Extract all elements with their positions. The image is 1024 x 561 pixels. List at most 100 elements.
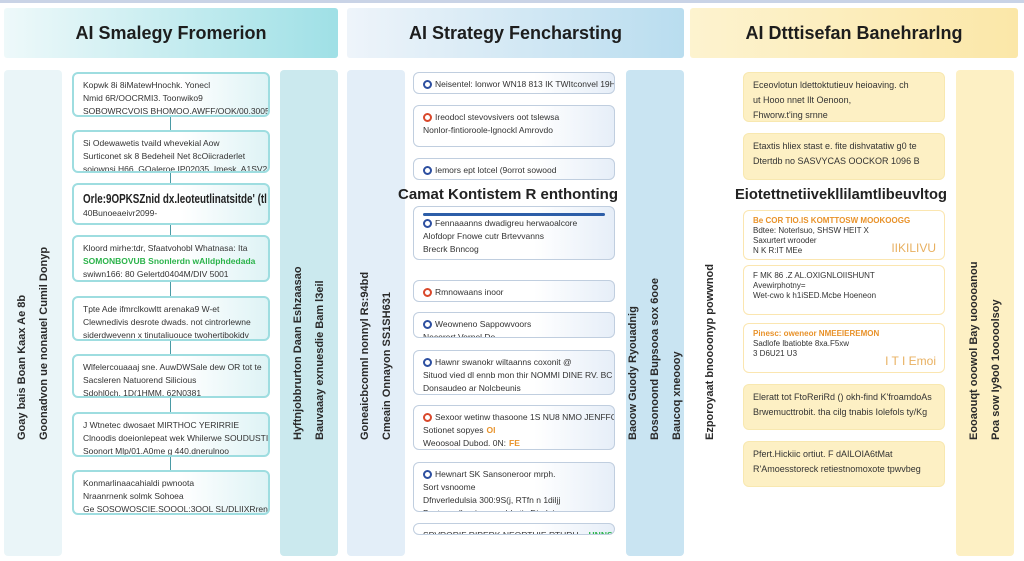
section-title: Eiotettnetiivekllilamtlibeuvltog [735,186,947,203]
section-title: Camat Kontistem R enthonting [398,186,618,203]
card-text: J Wtnetec dwosaet MIRTHOC YERIRRIE [83,420,240,430]
card-side-label: I T I Emoi [885,354,936,368]
list-item[interactable]: Neisentel: lonwor WN18 813 IK TWItconvel… [413,72,615,94]
card-text: Nonlor-fintioroole-lgnockl Amrovdo [423,125,553,135]
card-line: 3 D6U21 U3 [753,349,935,359]
card-line: Dtertdb no SASVYCAS OOCKOR 1096 B [753,154,935,169]
list-item[interactable]: Etaxtis hliex stast e. fite dishvatatiw … [743,133,945,180]
list-item[interactable]: Kloord mirhe:tdr, Sfaatvohobl Whatnasa: … [72,235,270,282]
card-text: Etaxtis hliex stast e. fite dishvatatiw … [753,141,917,151]
status-icon [423,470,432,480]
card-line: Sort vsnoome [423,481,605,494]
card-text: Wet-cwo k h1iSED.Mcbe Hoeneon [753,291,877,300]
card-line: Weowneno Sappowvoors [423,318,605,331]
list-item[interactable]: Iemors ept lotcel (9orrot sowoodIimoesot… [413,158,615,180]
card-text: Bendnda2 M0/0/1 : DB/33 f. 71 S6: 1.0 /X [423,257,579,259]
card-line: Necorert Vornel Do [423,331,605,337]
status-icon [423,358,432,368]
card-text: Situod vied dl ennb mon thir NOMMI DINE … [423,370,613,380]
card-line: 40Bunoeaeivr2099- [83,207,259,220]
tag: HNNSHE [588,530,614,535]
list-item[interactable]: Orle:9OPKSZnid dx.leoteutlinatsitde' (tl… [72,183,270,225]
card-line: Eleratt tot FtoReriRd () okh-find K'froa… [753,390,935,405]
card-line: F MK 86 .Z AL.OXIGNLOIISHUNT [753,271,935,281]
card-line: Hewnart SK Sansoneroor mrph. [423,468,605,481]
card-text: Clnoodis doeionlepeat wek Whilerwe SOUDU… [83,433,269,443]
rail-label: Cmeain Onnayon SS1SH631 [381,292,393,440]
rail-label: Goay bais Boan Kaax Ae 8b [16,294,28,440]
list-item[interactable]: Hawnr swanokr wiltaanns coxonit @Situod … [413,350,615,395]
card-text: 3 D6U21 U3 [753,349,798,358]
rail-label: Baoow Guody Ryouadnig [627,306,639,440]
list-item[interactable]: Wlfelercouaaaj sne. AuwDWSale dew OR tot… [72,354,270,398]
card-text: Hewnart SK Sansoneroor mrph. [435,469,556,479]
list-item[interactable]: Rmnowaans inoorAreot ane sonlenon [413,280,615,302]
list-item[interactable]: Eleratt tot FtoReriRd () okh-find K'froa… [743,384,945,430]
card-text: Dfnverledulsia 300:9S(j, RTfn n 1diljj [423,495,561,505]
card-line: N K R:IT MEe [753,246,935,256]
rail-label: Hyftnjobbrurton Daan Eshzaasao [292,266,304,440]
card-text: Brecrk Bnncog [423,244,479,254]
card-line: Konmarlinaacahialdi pwnoota [83,477,259,490]
card-side-label: IIKILIVU [891,241,936,255]
progress-bar [423,213,605,216]
card-line: Bendnda2 M0/0/1 : DB/33 f. 71 S6: 1.0 /X [423,256,605,259]
card-line: Nraanrnenk solmk Sohoea [83,490,259,503]
card-line: SOMONBOVUB Snonlerdn wAlldphdedada [83,255,259,268]
rail-label: Bosonoond Bupsooa sox 6ooe [649,278,661,440]
card-text: Soonort Mlp/01.A0me g 440.dnerulnoo [83,446,230,456]
card-line: Si Odewawetis tvaild whevekial Aow [83,137,259,150]
card-text: Eleratt tot FtoReriRd () okh-find K'froa… [753,392,932,402]
card-line: Be COR TIO.IS KOMTTOSW MOOKOOGG [753,216,935,226]
card-line: Pinesc: oweneor NMEEIEREMON [753,329,935,339]
card-text: Surticonet sk 8 Bedeheil Net 8cOiicrader… [83,151,246,161]
card-text: Sexoor wetinw thasoone 1S NU8 NMO JENFFO… [435,412,615,422]
card-line: Hawnr swanokr wiltaanns coxonit @ [423,356,605,369]
card-line: Sacsleren Natuorend Silicious [83,374,259,387]
card-text: Kopwk 8i 8iMatewHnochk. Yonecl [83,80,211,90]
card-line: siderdwevenn x tinutaliuouce twohertibok… [83,329,259,339]
status-icon [423,219,432,229]
tag: FE [509,438,520,448]
card-line: Fennaaanns dwadigreu herwaoalcore [423,217,605,230]
card-line: Sadlofe lbatiobte 8xa.F5xw [753,339,935,349]
list-item[interactable]: Sexoor wetinw thasoone 1S NU8 NMO JENFFO… [413,405,615,450]
list-item[interactable]: Hewnart SK Sansoneroor mrph. Sort vsnoome… [413,462,615,512]
card-text: Alofdopr Fnowe cutr Brtevvanns [423,231,544,241]
card-line: Saxurtert wrooder [753,236,935,246]
card-text: Iimoesot olame [423,178,481,179]
card-line: Dfnverledulsia 300:9S(j, RTfn n 1diljj [423,494,605,507]
card-text: Alcinois [423,92,452,93]
status-icon [423,288,432,298]
list-item[interactable]: SPVRORIF RIPERK NEORTHIE RTHRHHNNSHE [413,523,615,535]
card-line: R'Amoesstoreck retiestnomoxote tpwvbeg [753,462,935,477]
connector [170,341,171,354]
card-line: Donsaudeo ar Nolcbeunis [423,382,605,394]
card-line: Pfert.Hickiic ortiut. F dAILOIA6tMat [753,447,935,462]
card-line: Ireodocl stevovsivers oot tslewsa [423,111,605,124]
card-line: Alcinois [423,91,605,93]
column-header-3: AI Dtttisefan Banehrarlng [690,8,1018,58]
card-line: Kopwk 8i 8iMatewHnochk. Yonecl [83,79,259,92]
card-heading-row: Orle:9OPKSZnid dx.leoteutlinatsitde' (tl [83,190,267,207]
card-text: Rmnowaans inoor [435,287,504,297]
list-item[interactable]: J Wtnetec dwosaet MIRTHOC YERIRRIE Clnood… [72,412,270,457]
card-text: Bdtee: Noterlsuo, SHSW HEIT X [753,226,869,235]
card-text: N K R:IT MEe [753,246,803,255]
card-line: Alofdopr Fnowe cutr Brtevvanns [423,230,605,243]
card-text: Be COR TIO.IS KOMTTOSW MOOKOOGG [753,216,911,225]
card-text: Nraanrnenk solmk Sohoea [83,491,184,501]
card-line: Brecrk Bnncog [423,243,605,256]
